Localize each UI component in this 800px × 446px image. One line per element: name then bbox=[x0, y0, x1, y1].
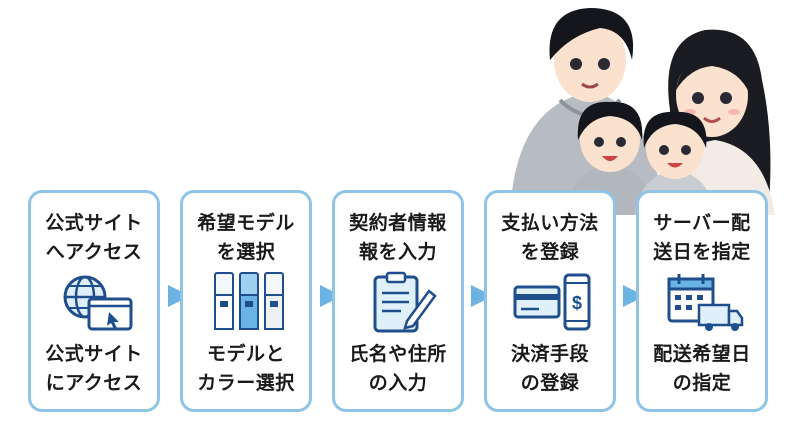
step-title: サーバー配 送日を指定 bbox=[653, 212, 751, 263]
step-caption: 配送希望日 の指定 bbox=[653, 343, 751, 394]
step-caption: モデルと カラー選択 bbox=[197, 343, 295, 394]
step-card-1: 公式サイト へアクセス 公式サイト にアクセス bbox=[28, 190, 160, 412]
step-card-2: 希望モデル を選択 モデルと カラー選択 bbox=[180, 190, 312, 412]
chevron-right-icon bbox=[623, 285, 645, 307]
credit-card-phone-icon: $ bbox=[513, 273, 591, 331]
globe-browser-icon bbox=[63, 275, 133, 331]
step-title: 公式サイト へアクセス bbox=[45, 212, 143, 263]
svg-text:$: $ bbox=[572, 293, 582, 313]
step-caption: 氏名や住所 の入力 bbox=[349, 343, 447, 394]
step-card-4: 支払い方法 を登録 $ 決済手段 の登録 bbox=[484, 190, 616, 412]
step-caption: 決済手段 の登録 bbox=[510, 343, 589, 394]
step-card-3: 契約者情報 報を入力 氏名や住所 の入力 bbox=[332, 190, 464, 412]
chevron-right-icon bbox=[471, 285, 493, 307]
step-card-5: サーバー配 送日を指定 配送希望日 の指定 bbox=[636, 190, 768, 412]
step-caption: 公式サイト にアクセス bbox=[45, 343, 143, 394]
step-title: 希望モデル を選択 bbox=[197, 212, 295, 263]
chevron-right-icon bbox=[168, 285, 190, 307]
step-title: 支払い方法 を登録 bbox=[501, 212, 599, 263]
step-title: 契約者情報 報を入力 bbox=[349, 212, 447, 263]
calendar-truck-icon bbox=[667, 274, 744, 331]
clipboard-pen-icon bbox=[373, 271, 437, 333]
family-illustration bbox=[510, 8, 775, 215]
water-server-icon bbox=[214, 272, 284, 330]
chevron-right-icon bbox=[320, 285, 342, 307]
